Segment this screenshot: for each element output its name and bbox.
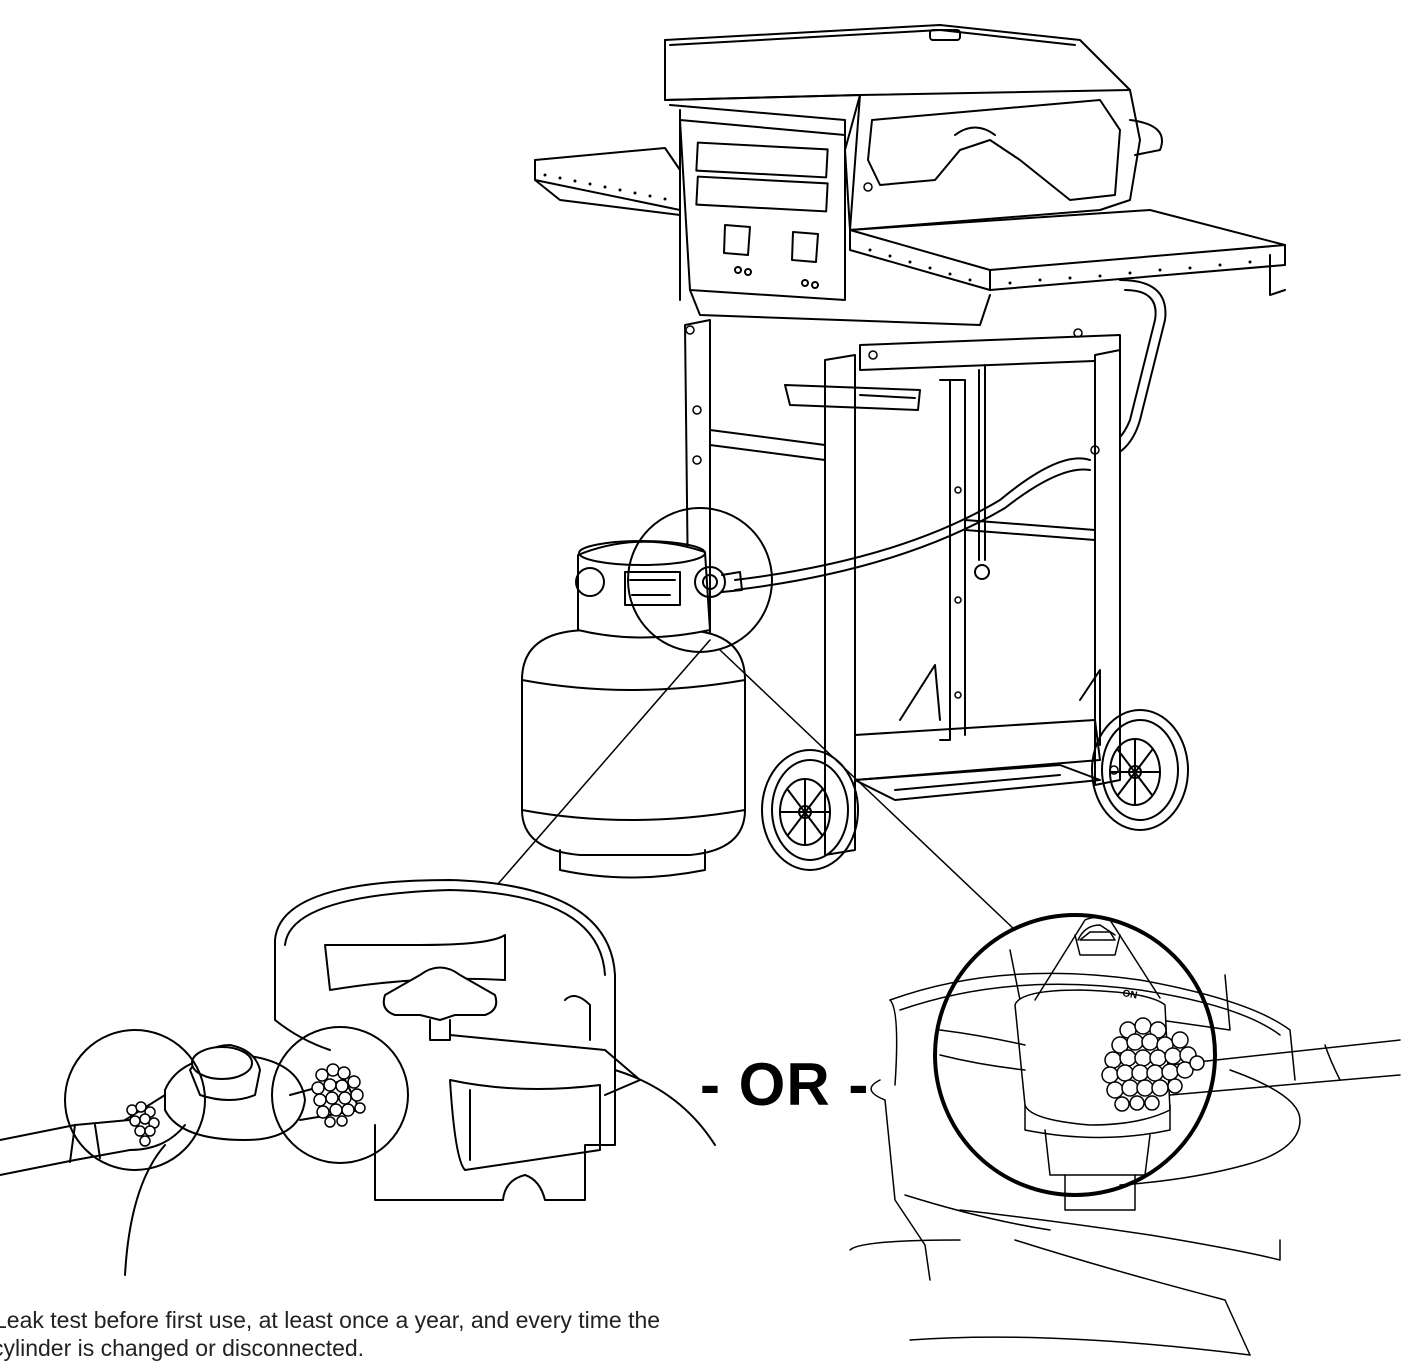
right-wheel: [1091, 709, 1189, 831]
propane-cylinder-illustration: [521, 540, 746, 879]
regulator-detail-illustration: [0, 879, 716, 1276]
caption-line-1: Leak test before first use, at least onc…: [0, 1307, 661, 1333]
valve-detail-illustration: ON: [849, 913, 1401, 1356]
soap-bubbles: [126, 1063, 366, 1147]
svg-text:ON: ON: [1121, 988, 1138, 1001]
grill-illustration: [534, 24, 1286, 871]
caption-line-2: cylinder is changed or disconnected.: [0, 1335, 365, 1361]
or-label: - OR -: [700, 1051, 870, 1118]
left-wheel: [761, 749, 859, 871]
soap-bubbles-right: [1101, 1017, 1205, 1112]
caption: Leak test before first use, at least onc…: [0, 1306, 720, 1362]
